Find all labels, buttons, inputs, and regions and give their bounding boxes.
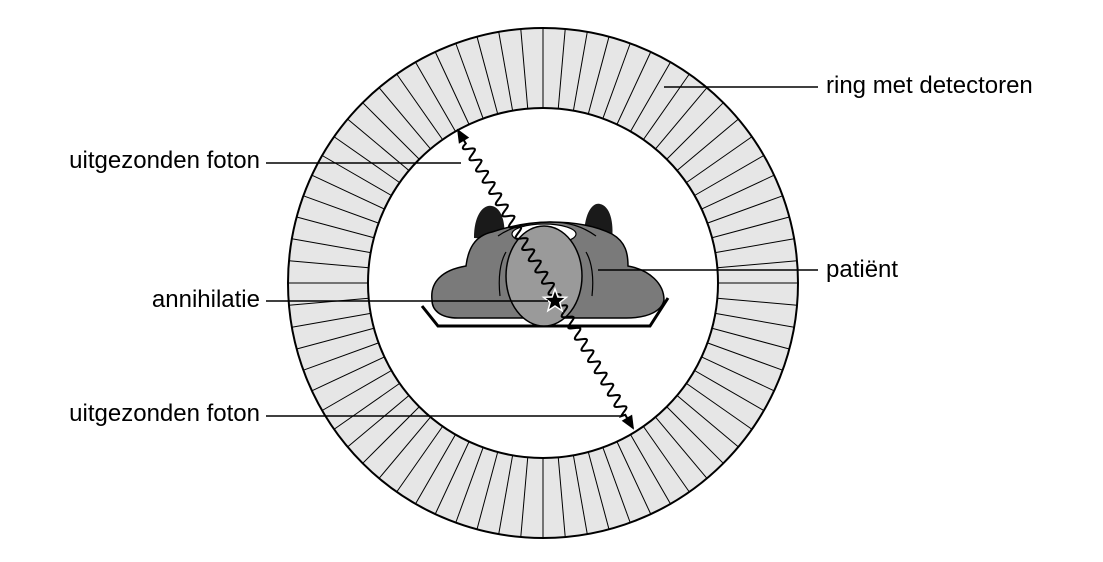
label-uitgezonden-foton-top: uitgezonden foton [69, 147, 260, 174]
detector-divider [347, 395, 410, 448]
detector-divider [711, 216, 790, 239]
detector-divider [655, 416, 708, 479]
detector-divider [321, 370, 392, 411]
detector-divider [455, 43, 484, 119]
detector-divider [717, 260, 798, 269]
detector-divider [291, 238, 371, 254]
detector-divider [557, 457, 566, 538]
detector-divider [520, 28, 529, 109]
patient-arm-right [585, 251, 594, 297]
detector-divider [676, 118, 739, 171]
detector-divider [686, 382, 753, 430]
detector-divider [686, 136, 753, 184]
detector-divider [455, 447, 484, 523]
detector-divider [666, 406, 724, 464]
detector-divider [333, 382, 400, 430]
detector-divider [642, 73, 690, 140]
patient-shoulders [497, 221, 597, 237]
detector-divider [476, 36, 499, 115]
photon-arrowhead-bottom [621, 414, 634, 430]
detector-divider [378, 416, 431, 479]
label-annihilatie: annihilatie [151, 286, 260, 313]
detector-divider [362, 102, 420, 160]
detector-divider [347, 118, 410, 171]
detector-divider [396, 426, 444, 493]
detector-divider [630, 61, 671, 132]
label-uitgezonden-foton-bottom: uitgezonden foton [69, 400, 260, 427]
patient-head [505, 225, 583, 327]
photon-arrowhead-top [457, 128, 470, 144]
detector-divider [707, 342, 783, 371]
detector-divider [378, 87, 431, 150]
detector-divider [655, 87, 708, 150]
photon-path [458, 131, 634, 429]
detector-divider [630, 434, 671, 505]
detector-divider [602, 43, 631, 119]
detector-divider [715, 238, 795, 254]
detector-divider [415, 61, 456, 132]
detector-divider [333, 136, 400, 184]
detector-divider [296, 216, 375, 239]
label-patient: patiënt [826, 256, 899, 283]
detector-divider [557, 28, 566, 109]
detector-divider [296, 327, 375, 350]
detector-divider [676, 395, 739, 448]
detector-divider [587, 451, 610, 530]
detector-divider [616, 441, 652, 515]
patient-arm-left [498, 251, 507, 297]
detector-divider [587, 36, 610, 115]
detector-divider [715, 312, 795, 328]
detector-divider [717, 297, 798, 306]
detector-divider [303, 195, 379, 224]
detector-divider [434, 51, 470, 125]
detector-divider [694, 155, 765, 196]
detector-divider [694, 370, 765, 411]
detector-divider [288, 260, 369, 269]
detector-divider [701, 174, 775, 210]
detector-divider [498, 31, 514, 111]
label-ring-met-detectoren: ring met detectoren [826, 72, 1033, 99]
detector-divider [572, 455, 588, 535]
leader-lines [266, 86, 818, 417]
detector-divider [616, 51, 652, 125]
detector-divider [291, 312, 371, 328]
detector-divider [476, 451, 499, 530]
detector-divider [498, 455, 514, 535]
detector-divider [707, 195, 783, 224]
detector-divider [520, 457, 529, 538]
detector-divider [321, 155, 392, 196]
detector-divider [602, 447, 631, 523]
detector-divider [396, 73, 444, 140]
detector-divider [311, 174, 385, 210]
detector-divider [434, 441, 470, 515]
detector-divider [701, 356, 775, 392]
annihilation-star [541, 286, 569, 313]
detector-divider [666, 102, 724, 160]
detector-divider [572, 31, 588, 111]
detector-divider [711, 327, 790, 350]
detector-divider [415, 434, 456, 505]
detector-divider [303, 342, 379, 371]
detector-divider [311, 356, 385, 392]
detector-divider [642, 426, 690, 493]
